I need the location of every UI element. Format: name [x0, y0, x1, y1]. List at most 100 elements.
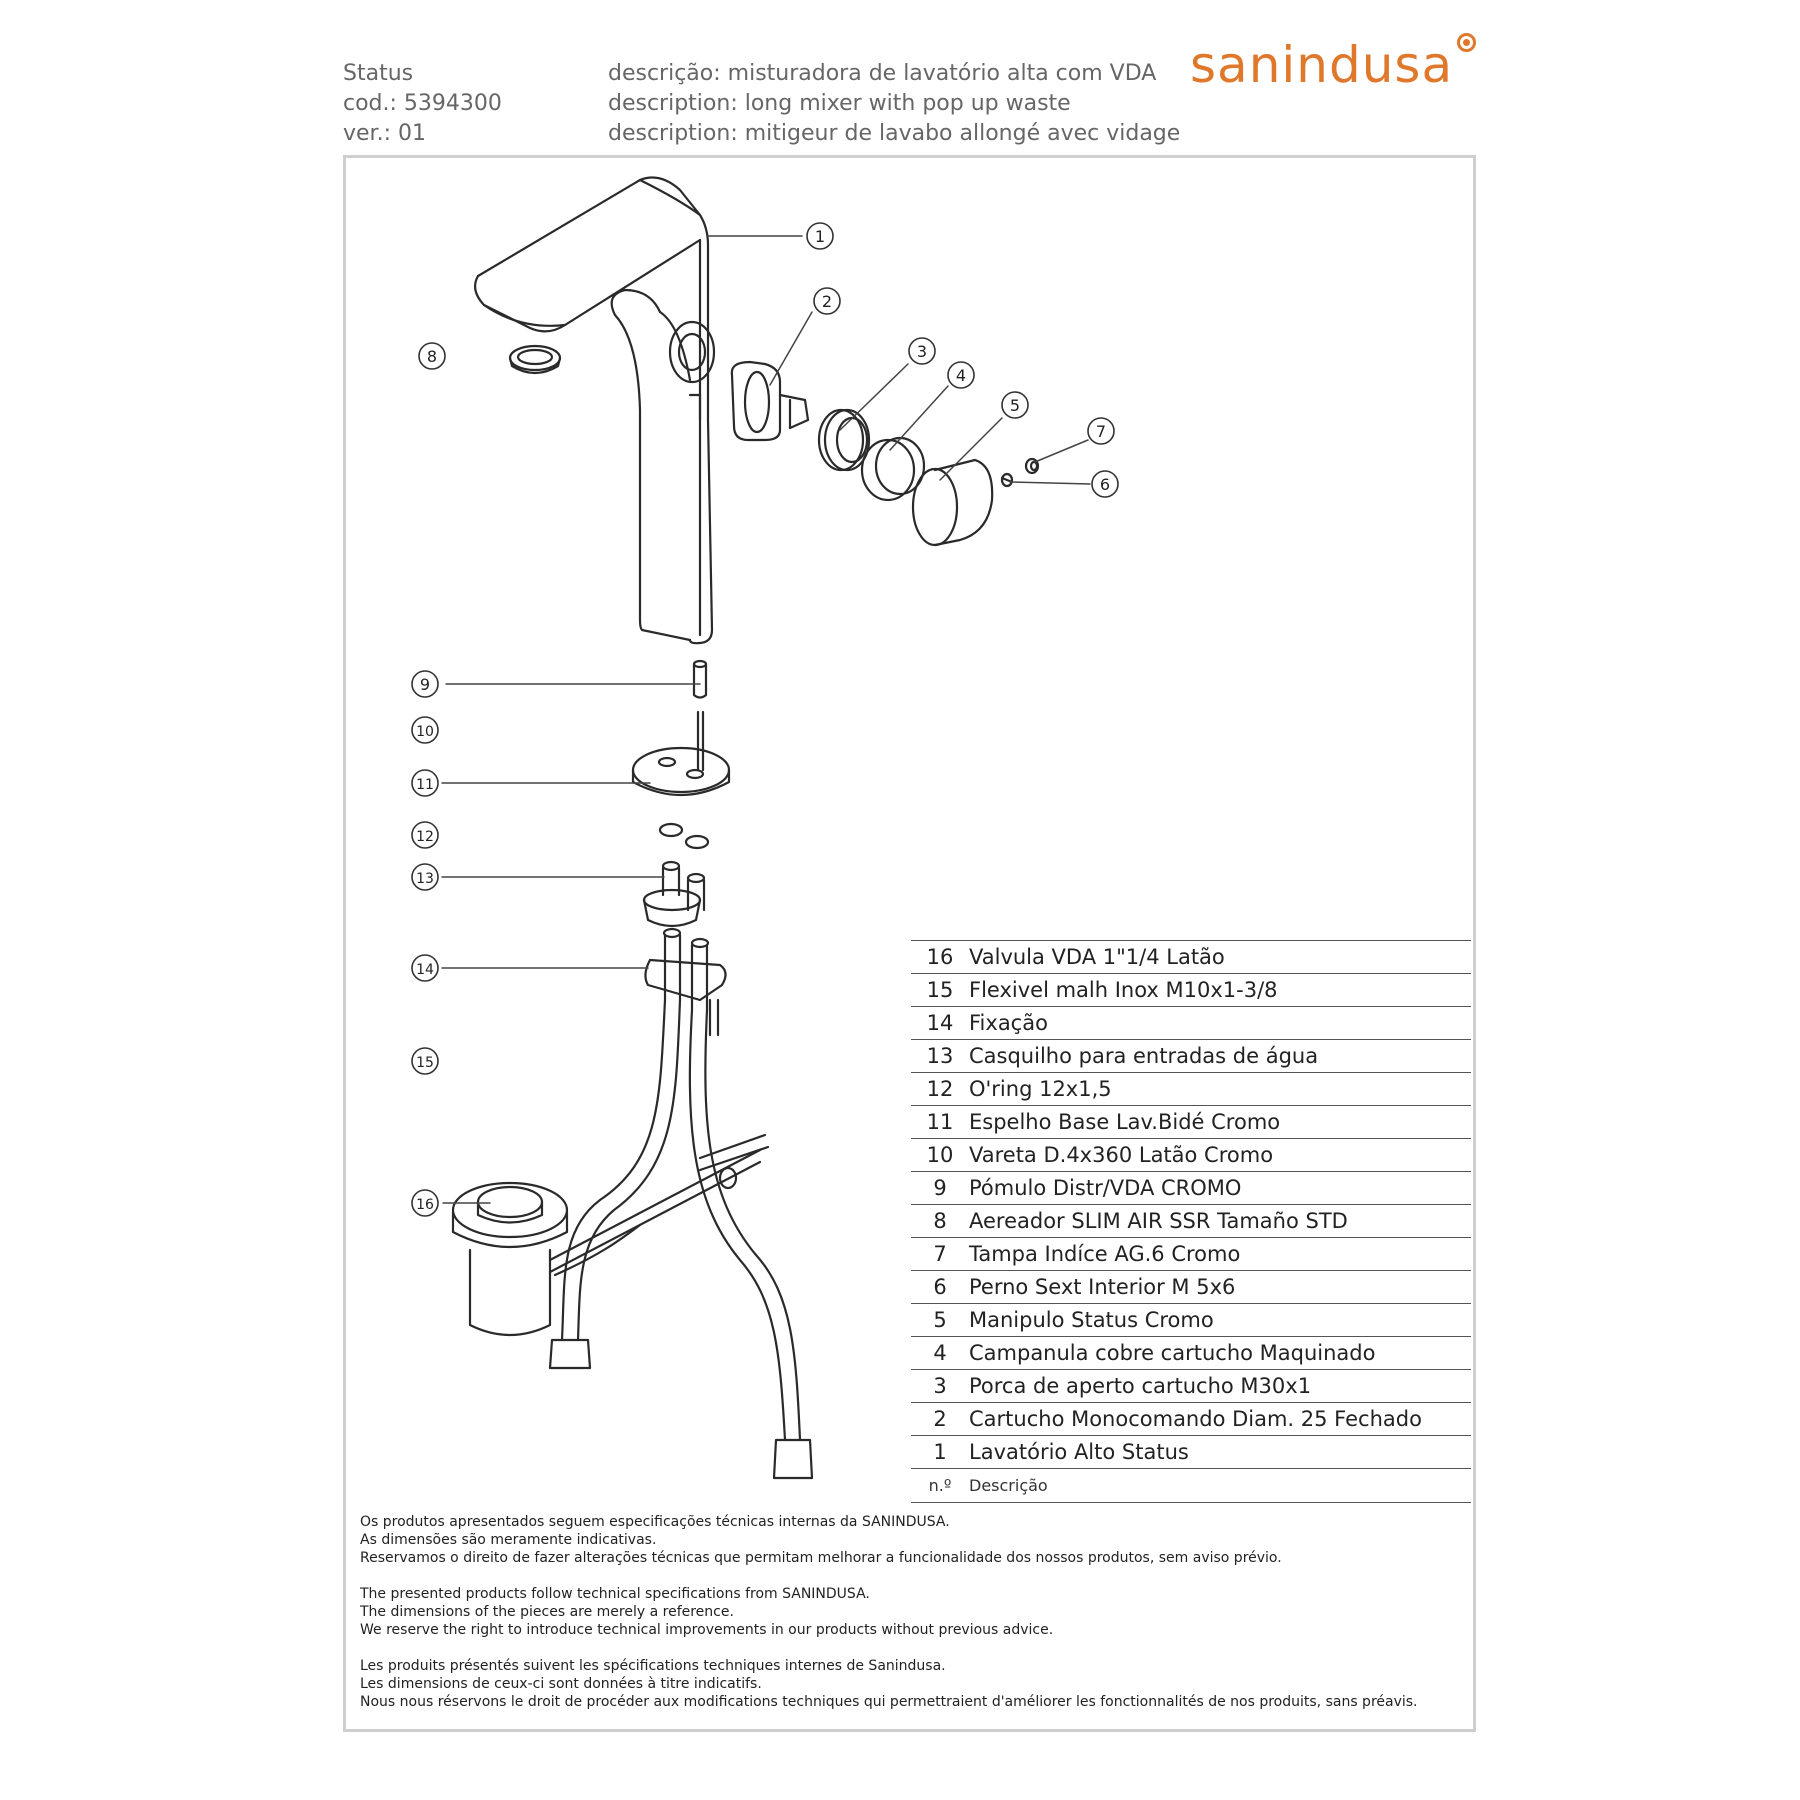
callout-16: 16 [416, 1197, 434, 1213]
part-number: 3 [911, 1369, 969, 1403]
leader-lines [441, 235, 1091, 1204]
part-description: Tampa Indíce AG.6 Cromo [969, 1237, 1471, 1271]
footer-line: Nous nous réservons le droit de procéder… [360, 1694, 1418, 1710]
base-plate [631, 746, 731, 796]
callout-2: 2 [822, 292, 832, 311]
callout-4-bubble [947, 361, 975, 389]
callout-8-bubble [418, 342, 446, 370]
callout-7-bubble [1087, 417, 1115, 445]
header-descriptions: descrição: misturadora de lavatório alta… [608, 59, 1180, 149]
callout-12: 12 [416, 829, 434, 845]
part-description: Cartucho Monocomando Diam. 25 Fechado [969, 1402, 1471, 1436]
screw-and-cap [1000, 457, 1040, 488]
callout-2-bubble [813, 287, 841, 315]
callout-1-bubble [806, 222, 834, 250]
pop-up-waste [451, 1133, 770, 1337]
knob-and-rod [692, 659, 708, 772]
description-fr: description: mitigeur de lavabo allongé … [608, 121, 1181, 146]
part-number: 2 [911, 1402, 969, 1436]
part-number: 14 [911, 1006, 969, 1040]
flexible-hoses [548, 998, 814, 1480]
part-number: 12 [911, 1072, 969, 1106]
footer-line: Les produits présentés suivent les spéci… [360, 1658, 946, 1674]
footer-notes-en: The presented products follow technical … [360, 1585, 1053, 1639]
part-number: 15 [911, 973, 969, 1007]
part-number: 11 [911, 1105, 969, 1139]
part-description: Valvula VDA 1"1/4 Latão [969, 940, 1471, 974]
part-description: Pómulo Distr/VDA CROMO [969, 1171, 1471, 1205]
part-description: O'ring 12x1,5 [969, 1072, 1471, 1106]
callout-1: 1 [815, 227, 825, 246]
product-code: cod.: 5394300 [343, 91, 502, 116]
column-header-number: n.º [911, 1468, 969, 1503]
description-en: description: long mixer with pop up wast… [608, 91, 1071, 116]
footer-notes-fr: Les produits présentés suivent les spéci… [360, 1657, 1418, 1711]
callout-15: 15 [416, 1055, 434, 1071]
part-description: Espelho Base Lav.Bidé Cromo [969, 1105, 1471, 1139]
part-description: Manipulo Status Cromo [969, 1303, 1471, 1337]
callout-9-bubble [411, 670, 439, 698]
part-number: 16 [911, 940, 969, 974]
part-number: 6 [911, 1270, 969, 1304]
drawing-frame [343, 155, 1476, 1732]
callout-4: 4 [956, 366, 966, 385]
callout-7: 7 [1096, 422, 1106, 441]
part-description: Fixação [969, 1006, 1471, 1040]
logo-text: sanindusa [1190, 36, 1454, 94]
part-description: Porca de aperto cartucho M30x1 [969, 1369, 1471, 1403]
description-pt: descrição: misturadora de lavatório alta… [608, 61, 1157, 86]
faucet-body [473, 176, 716, 645]
part-description: Perno Sext Interior M 5x6 [969, 1270, 1471, 1304]
part-number: 13 [911, 1039, 969, 1073]
callout-3-bubble [908, 337, 936, 365]
part-number: 4 [911, 1336, 969, 1370]
footer-notes-pt: Os produtos apresentados seguem especifi… [360, 1513, 1282, 1567]
callout-13: 13 [416, 871, 434, 887]
header-left: Status cod.: 5394300 ver.: 01 [343, 59, 502, 149]
fixation [644, 927, 727, 1037]
part-number: 8 [911, 1204, 969, 1238]
part-number: 1 [911, 1435, 969, 1469]
o-rings [658, 822, 710, 850]
footer-line: The presented products follow technical … [360, 1586, 870, 1602]
water-inlet-sleeves [642, 860, 706, 928]
callouts [411, 222, 1119, 1217]
callout-8: 8 [427, 347, 437, 366]
part-description: Aereador SLIM AIR SSR Tamaño STD [969, 1204, 1471, 1238]
part-number: 10 [911, 1138, 969, 1172]
column-header-description: Descrição [969, 1468, 1471, 1503]
part-description: Lavatório Alto Status [969, 1435, 1471, 1469]
handle [911, 458, 994, 547]
product-name: Status [343, 61, 414, 86]
part-number: 9 [911, 1171, 969, 1205]
footer-line: Os produtos apresentados seguem especifi… [360, 1514, 950, 1530]
logo-mark-icon [1457, 33, 1477, 52]
sanindusa-logo: sanindusa [1190, 33, 1477, 94]
part-description: Campanula cobre cartucho Maquinado [969, 1336, 1471, 1370]
nut [817, 408, 871, 472]
footer-line: The dimensions of the pieces are merely … [360, 1604, 734, 1620]
part-description: Vareta D.4x360 Latão Cromo [969, 1138, 1471, 1172]
footer-line: We reserve the right to introduce techni… [360, 1622, 1054, 1638]
part-description: Casquilho para entradas de água [969, 1039, 1471, 1073]
aerator [508, 344, 562, 375]
part-number: 5 [911, 1303, 969, 1337]
callout-3: 3 [917, 342, 927, 361]
product-version: ver.: 01 [343, 121, 426, 146]
part-description: Flexivel malh Inox M10x1-3/8 [969, 973, 1471, 1007]
